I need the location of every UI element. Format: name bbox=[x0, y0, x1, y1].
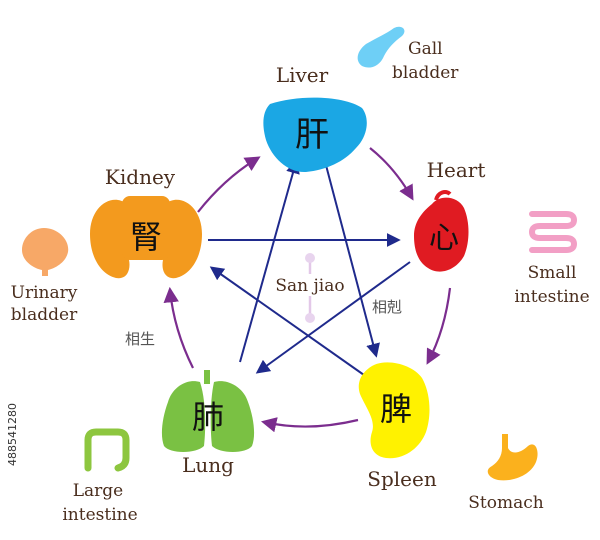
arrow-heart-to-lung bbox=[255, 261, 411, 374]
generating-cycle-label: 相生 bbox=[125, 330, 155, 348]
controlling-cycle bbox=[208, 149, 411, 376]
lung-label: Lung bbox=[182, 453, 234, 477]
stomach-label: Stomach bbox=[468, 493, 543, 513]
stomach-icon bbox=[487, 434, 538, 481]
gallbladder-icon bbox=[357, 26, 405, 68]
spleen-icon bbox=[358, 362, 430, 459]
large-intestine-icon bbox=[84, 428, 130, 472]
san-jiao-dot-bottom bbox=[305, 313, 315, 323]
heart-vessel bbox=[434, 190, 452, 201]
stomach-organ: Stomach bbox=[468, 434, 544, 513]
large-intestine-label-line1: Large bbox=[73, 481, 124, 501]
gallbladder-organ: Gall bladder bbox=[357, 26, 459, 83]
liver-label: Liver bbox=[276, 63, 329, 87]
lung-kanji: 肺 bbox=[192, 398, 224, 436]
heart-organ: 心 Heart bbox=[414, 158, 485, 272]
small-intestine-organ: Small intestine bbox=[514, 211, 590, 307]
lung-right-lobe bbox=[210, 381, 255, 452]
large-intestine-label-line2: intestine bbox=[62, 505, 137, 525]
large-intestine-organ: Large intestine bbox=[62, 428, 138, 525]
lung-organ: 肺 Lung bbox=[161, 370, 255, 477]
urinary-bladder-icon bbox=[22, 228, 69, 276]
liver-organ: 肝 Liver bbox=[263, 63, 367, 173]
spleen-organ: 脾 Spleen bbox=[358, 362, 437, 491]
heart-kanji: 心 bbox=[429, 221, 459, 256]
heart-label: Heart bbox=[427, 158, 486, 182]
generating-cycle bbox=[163, 147, 452, 433]
arrow-liver-to-heart bbox=[369, 147, 414, 201]
san-jiao-label-bg bbox=[268, 274, 352, 296]
arrow-kidney-to-liver bbox=[197, 156, 261, 213]
small-intestine-label-line1: Small bbox=[528, 263, 577, 283]
small-intestine-label-line2: intestine bbox=[514, 287, 589, 307]
urinary-bladder-organ: Urinary bladder bbox=[11, 228, 78, 325]
kidney-organ: 腎 Kidney bbox=[90, 165, 202, 279]
small-intestine-icon bbox=[528, 211, 578, 253]
stock-id: 488541280 bbox=[6, 403, 19, 466]
arrow-lung-to-liver bbox=[239, 159, 300, 363]
arrow-spleen-to-kidney bbox=[209, 266, 365, 376]
gallbladder-label-line1: Gall bbox=[408, 39, 443, 59]
urinary-bladder-label-line1: Urinary bbox=[11, 283, 78, 303]
liver-icon bbox=[263, 97, 367, 173]
spleen-kanji: 脾 bbox=[380, 390, 412, 428]
arrow-heart-to-spleen bbox=[426, 287, 452, 365]
controlling-cycle-label: 相剋 bbox=[372, 298, 402, 316]
lung-trachea bbox=[204, 370, 210, 384]
arrow-spleen-to-lung bbox=[260, 417, 359, 433]
arrow-lung-to-kidney bbox=[163, 286, 194, 369]
urinary-bladder-label-line2: bladder bbox=[11, 305, 78, 325]
lung-left-lobe bbox=[161, 381, 206, 452]
spleen-label: Spleen bbox=[367, 467, 437, 491]
heart-icon bbox=[414, 197, 469, 272]
kidney-kanji: 腎 bbox=[130, 218, 162, 256]
liver-kanji: 肝 bbox=[295, 115, 329, 155]
san-jiao-label: San jiao bbox=[275, 276, 344, 296]
san-jiao-center: San jiao bbox=[268, 253, 352, 323]
kidney-label: Kidney bbox=[105, 165, 176, 189]
gallbladder-label-line2: bladder bbox=[392, 63, 459, 83]
kidney-center bbox=[122, 196, 170, 260]
san-jiao-dot-top bbox=[305, 253, 315, 263]
arrow-liver-to-spleen bbox=[321, 149, 380, 358]
